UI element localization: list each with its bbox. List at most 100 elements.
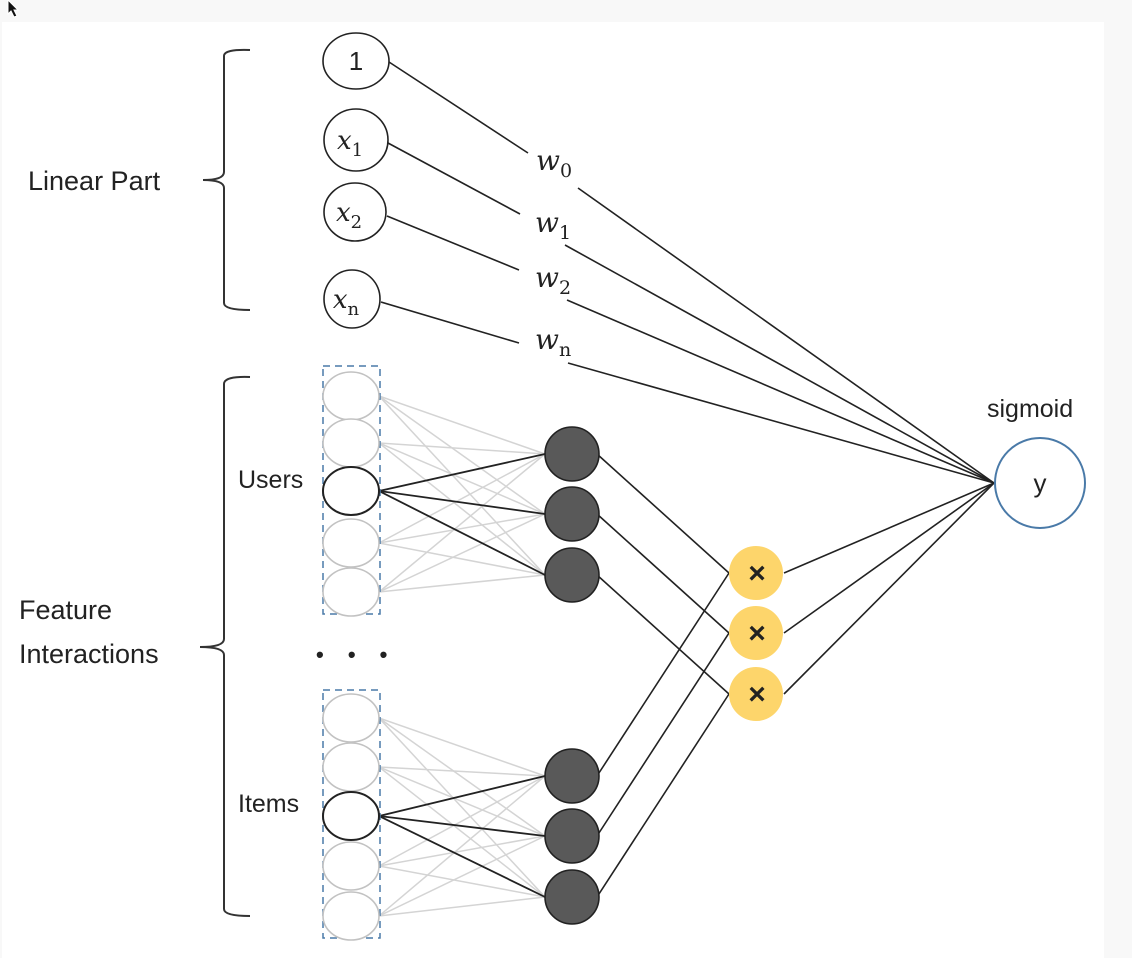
one-hot-node	[322, 567, 380, 617]
embedding-to-product-edge	[596, 453, 730, 574]
inactive-embedding-edge	[378, 442, 546, 455]
one-hot-node	[322, 418, 380, 468]
users-field-label: Users	[238, 466, 303, 494]
weight-subscript: 1	[559, 222, 571, 244]
inactive-embedding-edge	[378, 766, 546, 837]
input-to-weight-edge	[387, 142, 521, 215]
active-embedding-edge	[378, 775, 546, 817]
inactive-embedding-edge	[378, 513, 546, 544]
linear-input-subscript: n	[348, 299, 360, 320]
active-embedding-edge	[378, 815, 546, 898]
input-to-weight-edge	[380, 301, 520, 344]
inactive-embedding-edge	[378, 775, 546, 917]
weight-label: w2	[535, 261, 571, 299]
weight-to-output-edge	[564, 244, 995, 484]
linear-input-subscript: 1	[352, 140, 363, 161]
product-nodes: × × ×	[729, 546, 783, 721]
embedding-node	[544, 808, 600, 864]
embedding-to-product-edge	[596, 632, 730, 837]
sigmoid-label: sigmoid	[987, 395, 1073, 423]
feature-interactions-label-line1: Feature	[19, 595, 112, 625]
inactive-embedding-edge	[378, 717, 546, 837]
weight-to-output-edge	[567, 362, 995, 484]
mouse-cursor-icon	[7, 0, 20, 18]
product-node	[729, 546, 783, 600]
embedding-to-product-edge	[596, 513, 730, 634]
product-to-output-edge	[783, 482, 995, 695]
field-nodes	[322, 365, 600, 941]
active-embedding-edge	[378, 453, 546, 492]
diagram-background	[2, 22, 1104, 958]
items-field-label: Items	[238, 790, 299, 818]
inactive-edges	[378, 395, 546, 917]
active-embedding-edge	[378, 490, 546, 576]
active-embedding-edge	[378, 815, 546, 837]
multiply-icon: ×	[748, 557, 766, 590]
linear-input-node	[322, 32, 390, 90]
multiply-icon: ×	[748, 617, 766, 650]
linear-part-label: Linear Part	[28, 166, 161, 196]
one-hot-node	[322, 693, 380, 743]
inactive-embedding-edge	[378, 896, 546, 917]
product-node	[729, 667, 783, 721]
inactive-embedding-edge	[378, 395, 546, 455]
embedding-to-product-edge	[596, 572, 730, 777]
inactive-embedding-edge	[378, 717, 546, 777]
product-to-output-edge	[783, 482, 995, 574]
inactive-embedding-edge	[378, 542, 546, 576]
inactive-embedding-edge	[378, 835, 546, 917]
inactive-embedding-edge	[378, 395, 546, 515]
embedding-node	[544, 426, 600, 482]
inactive-embedding-edge	[378, 775, 546, 867]
active-embedding-edge	[378, 490, 546, 515]
embedding-node	[544, 748, 600, 804]
linear-input-node	[323, 108, 389, 172]
embedding-to-product-edge	[596, 693, 730, 898]
inactive-embedding-edge	[378, 865, 546, 898]
output-node-label: y	[1034, 468, 1047, 498]
product-node	[729, 606, 783, 660]
weight-to-output-edge	[566, 299, 995, 484]
inactive-embedding-edge	[378, 717, 546, 898]
embedding-node	[544, 486, 600, 542]
weight-subscript: n	[559, 339, 571, 361]
weight-to-output-edge	[577, 187, 995, 484]
inactive-embedding-edge	[378, 395, 546, 576]
one-hot-node	[322, 891, 380, 941]
inactive-embedding-edge	[378, 574, 546, 593]
linear-input-node	[323, 269, 381, 329]
inactive-embedding-edge	[378, 766, 546, 777]
linear-input-node	[323, 182, 387, 242]
feature-interactions-label-line2: Interactions	[19, 639, 159, 669]
output-node	[994, 437, 1086, 529]
linear-input-subscript: 2	[351, 212, 362, 233]
active-edges	[378, 61, 995, 898]
one-hot-node	[322, 841, 380, 891]
inactive-embedding-edge	[378, 513, 546, 593]
embedding-to-product-edge	[596, 574, 730, 695]
product-to-output-edge	[783, 482, 995, 634]
inactive-embedding-edge	[378, 453, 546, 544]
input-to-weight-edge	[388, 61, 529, 154]
input-to-weight-edge	[386, 215, 520, 271]
ellipsis: • • •	[316, 642, 396, 667]
weight-subscript: 2	[559, 277, 571, 299]
one-hot-node	[322, 742, 380, 792]
inactive-embedding-edge	[378, 835, 546, 867]
feature-interactions-brace	[199, 375, 251, 917]
one-hot-node	[322, 371, 380, 421]
linear-input-label: 1	[349, 46, 363, 76]
weight-subscript: 0	[560, 160, 572, 182]
inactive-embedding-edge	[378, 442, 546, 576]
multiply-icon: ×	[748, 678, 766, 711]
inactive-embedding-edge	[378, 766, 546, 898]
inactive-embedding-edge	[378, 442, 546, 515]
active-one-hot-node	[322, 791, 380, 841]
linear-part-brace	[202, 48, 251, 311]
embedding-node	[544, 547, 600, 603]
active-one-hot-node	[322, 466, 380, 516]
inactive-embedding-edge	[378, 453, 546, 593]
one-hot-node	[322, 518, 380, 568]
